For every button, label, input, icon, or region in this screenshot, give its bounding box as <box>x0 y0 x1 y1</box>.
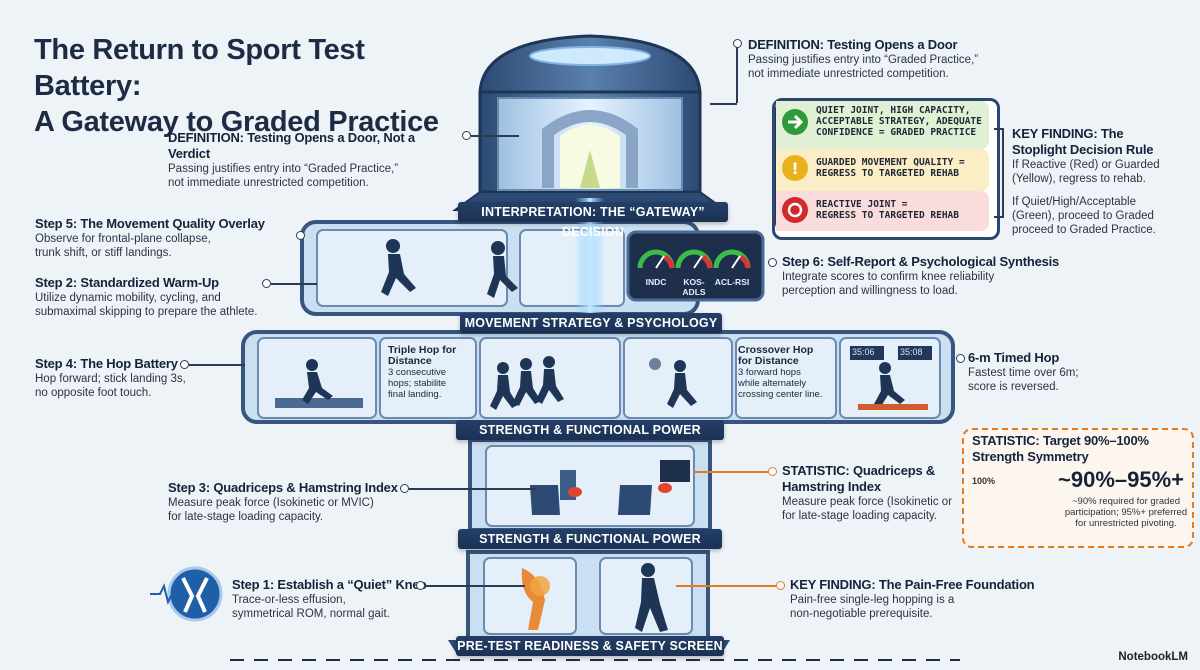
definition-top: DEFINITION: Testing Opens a Door Passing… <box>748 37 979 80</box>
page-title: The Return to Sport Test Battery: A Gate… <box>34 34 439 138</box>
svg-text:!: ! <box>791 159 798 178</box>
stoplight-key-finding: KEY FINDING: The Stoplight Decision Rule… <box>1012 126 1160 236</box>
gateway-band: INTERPRETATION: THE “GATEWAY” DECISION <box>458 202 728 239</box>
gauge-label-kos-adls: KOS-ADLS <box>682 277 706 297</box>
stoplight-yellow: GUARDED MOVEMENT QUALITY =REGRESS TO TAR… <box>776 149 989 191</box>
knee-icon <box>167 566 223 622</box>
gauge-label-indc: INDC <box>645 277 667 287</box>
stoplight-red: REACTIVE JOINT =REGRESS TO TARGETED REHA… <box>776 191 989 231</box>
strength-band-upper: STRENGTH & FUNCTIONAL POWER <box>456 420 724 440</box>
pretest-band: PRE-TEST READINESS & SAFETY SCREEN <box>456 636 724 656</box>
strength-symmetry-stat-box: STATISTIC: Target 90%–100% Strength Symm… <box>962 428 1194 548</box>
step4-annotation: Step 4: The Hop Battery Hop forward; sti… <box>35 356 186 399</box>
movement-band: MOVEMENT STRATEGY & PSYCHOLOGY <box>460 313 722 333</box>
runner-silhouettes <box>381 239 518 298</box>
step1-annotation: Step 1: Establish a “Quiet” Knee Trace-o… <box>232 577 427 620</box>
step6-annotation: Step 6: Self-Report & Psychological Synt… <box>782 254 1060 297</box>
timer-readout-1: 35:06 <box>852 347 875 357</box>
pain-free-annotation: KEY FINDING: The Pain-Free Foundation Pa… <box>790 577 1035 620</box>
definition-left: DEFINITION: Testing Opens a Door, Not a … <box>168 130 415 189</box>
badge-100: 100% <box>972 476 996 486</box>
gauge-label-acl-rsi: ACL-RSI <box>714 277 750 287</box>
step2-annotation: Step 2: Standardized Warm-Up Utilize dyn… <box>35 275 258 318</box>
step3-annotation: Step 3: Quadriceps & Hamstring Index Mea… <box>168 480 398 523</box>
stoplight-green: QUIET JOINT, HIGH CAPACITY,ACCEPTABLE ST… <box>776 101 989 149</box>
gateway-arch-icon <box>542 110 638 188</box>
big-stat: ~90%–95%+ <box>1058 467 1184 492</box>
timed-hop-annotation: 6-m Timed Hop Fastest time over 6m; scor… <box>968 350 1079 393</box>
brand-logo: NotebookLM <box>1118 651 1188 663</box>
stat-qh-annotation: STATISTIC: Quadriceps & Hamstring Index … <box>782 463 953 522</box>
strength-band-lower: STRENGTH & FUNCTIONAL POWER <box>458 529 722 549</box>
traffic-light-icons: ! <box>782 109 808 223</box>
step5-annotation: Step 5: The Movement Quality Overlay Obs… <box>35 216 265 259</box>
timer-readout-2: 35:08 <box>900 347 923 357</box>
gauge-icons <box>637 249 751 269</box>
